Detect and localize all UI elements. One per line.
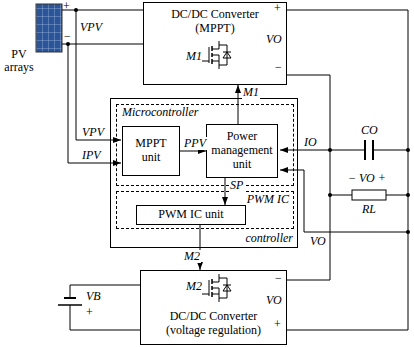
part-name: VB xyxy=(86,290,101,303)
process-box: PWM IC unit xyxy=(136,205,246,225)
io-sense-wire xyxy=(280,150,330,151)
terminal-sign: + xyxy=(274,318,281,331)
converter-box: DC/DC Converter (MPPT) xyxy=(143,2,287,85)
signal-name: − VO + xyxy=(348,172,386,185)
signal-name: VPV xyxy=(80,21,102,34)
signal-name: M1 xyxy=(242,86,260,99)
signal-name: IPV xyxy=(82,149,101,162)
signal-name: VO xyxy=(310,235,326,248)
terminal-sign: − xyxy=(64,30,71,43)
terminal-sign: + xyxy=(63,0,70,13)
signal-name: PPV xyxy=(183,137,207,150)
process-box: MPPT unit xyxy=(122,126,180,176)
pv-panel xyxy=(36,4,62,52)
box-label: MPPT unit xyxy=(123,137,179,165)
vpv-sense-wire xyxy=(76,10,121,140)
pv-negative-wire xyxy=(62,44,143,45)
signal-name: VO xyxy=(266,294,282,307)
signal-name: VPV xyxy=(82,126,104,139)
box-label: DC/DC Converter (MPPT) xyxy=(160,8,270,36)
region-label: controller xyxy=(245,232,293,246)
signal-name: SP xyxy=(229,179,244,192)
switch-name: M1 xyxy=(186,50,202,63)
terminal-sign: + xyxy=(86,306,93,319)
pv-panel xyxy=(36,4,62,52)
terminal-sign: − xyxy=(275,272,282,285)
controller-box: MPPT unit Power management unit Microcontr… xyxy=(110,98,298,248)
terminal-sign: + xyxy=(274,2,281,15)
signal-name: M2 xyxy=(183,250,201,263)
output-positive-rail xyxy=(287,10,408,330)
junction-dots xyxy=(74,8,78,12)
battery-wires xyxy=(70,285,140,330)
signal-arrow xyxy=(180,151,206,152)
resistor-symbol xyxy=(352,190,386,200)
capacitor-leads xyxy=(330,150,408,151)
vo-sense-wire xyxy=(280,170,408,232)
signal-name: VO xyxy=(266,33,282,46)
box-label: PWM IC unit xyxy=(137,208,245,222)
wires xyxy=(58,10,408,330)
region-label: PWM IC xyxy=(247,193,289,207)
part-name: CO xyxy=(361,124,378,137)
region-label: Microcontroller xyxy=(122,106,198,120)
junction-dots xyxy=(406,230,410,234)
panel-label: PV arrays xyxy=(2,48,36,74)
mosfet-symbol xyxy=(202,41,231,69)
converter-box: DC/DC Converter (voltage regulation) xyxy=(140,270,287,345)
battery-plate xyxy=(64,297,76,299)
ipv-sense-wire xyxy=(68,44,121,163)
junction-dots xyxy=(328,193,332,197)
part-name: RL xyxy=(362,203,376,216)
box-label: DC/DC Converter (voltage regulation) xyxy=(159,310,269,338)
battery-plate xyxy=(58,304,82,306)
mosfet-symbol xyxy=(202,274,231,302)
capacitor-symbol xyxy=(365,140,373,160)
junction-dots xyxy=(328,148,332,152)
switch-name: M2 xyxy=(186,280,202,293)
junction-dots xyxy=(66,8,410,234)
box-label: Power management unit xyxy=(207,130,277,171)
terminal-sign: − xyxy=(275,61,282,74)
process-box: Power management unit xyxy=(206,124,278,178)
junction-dots xyxy=(406,148,410,152)
junction-dots xyxy=(406,193,410,197)
pwm-ic-region: PWM IC unitPWM IC xyxy=(116,191,294,229)
signal-name: IO xyxy=(304,136,317,149)
